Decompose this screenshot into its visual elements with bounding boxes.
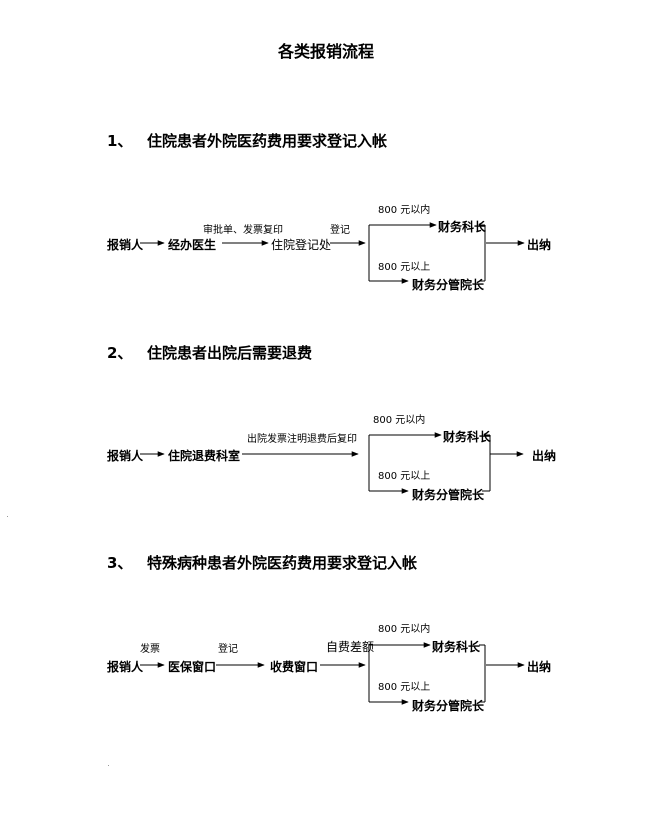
- section-3-heading: 特殊病种患者外院医药费用要求登记入帐: [147, 554, 418, 572]
- s3-label-self-pay: 自费差额: [326, 640, 375, 654]
- s2-node-finance-chief: 财务科长: [443, 430, 492, 444]
- s3-label-under-800: 800 元以内: [378, 624, 431, 635]
- s3-node-finance-chief: 财务科长: [432, 640, 481, 654]
- s2-label-under-800: 800 元以内: [373, 415, 426, 426]
- section-2-number: 2、: [107, 344, 133, 362]
- s1-label-over-800: 800 元以上: [378, 262, 431, 273]
- s1-label-under-800: 800 元以内: [378, 205, 431, 216]
- section-3-number: 3、: [107, 554, 133, 572]
- s2-label-discharge-invoice: 出院发票注明退费后复印: [247, 434, 357, 445]
- s1-label-register: 登记: [330, 225, 350, 236]
- s1-label-invoice-copy: 审批单、发票复印: [203, 225, 283, 236]
- stray-dot: [108, 765, 109, 766]
- s1-node-finance-chief: 财务科长: [438, 220, 487, 234]
- s3-node-cashier: 出纳: [527, 660, 552, 674]
- s2-node-cashier: 出纳: [532, 449, 557, 463]
- s1-node-applicant: 报销人: [107, 238, 144, 252]
- section-1-heading: 住院患者外院医药费用要求登记入帐: [147, 132, 388, 150]
- s3-label-invoice: 发票: [140, 644, 160, 655]
- s3-label-register: 登记: [218, 644, 238, 655]
- section-1-number: 1、: [107, 132, 133, 150]
- s3-node-payment-window: 收费窗口: [270, 660, 319, 674]
- page-title: 各类报销流程: [278, 42, 375, 61]
- s3-label-over-800: 800 元以上: [378, 682, 431, 693]
- s3-node-vice-president: 财务分管院长: [412, 699, 485, 713]
- s1-node-vice-president: 财务分管院长: [412, 278, 485, 292]
- s3-node-insurance-window: 医保窗口: [168, 660, 217, 674]
- s3-node-applicant: 报销人: [107, 660, 144, 674]
- s2-label-over-800: 800 元以上: [378, 471, 431, 482]
- s2-node-vice-president: 财务分管院长: [412, 488, 485, 502]
- s1-node-cashier: 出纳: [527, 238, 552, 252]
- s1-node-doctor: 经办医生: [168, 238, 217, 252]
- s1-node-registry: 住院登记处: [271, 238, 332, 252]
- s2-node-applicant: 报销人: [107, 449, 144, 463]
- stray-dot: [7, 516, 8, 517]
- s2-node-refund-dept: 住院退费科室: [168, 449, 241, 463]
- section-2-heading: 住院患者出院后需要退费: [147, 344, 313, 362]
